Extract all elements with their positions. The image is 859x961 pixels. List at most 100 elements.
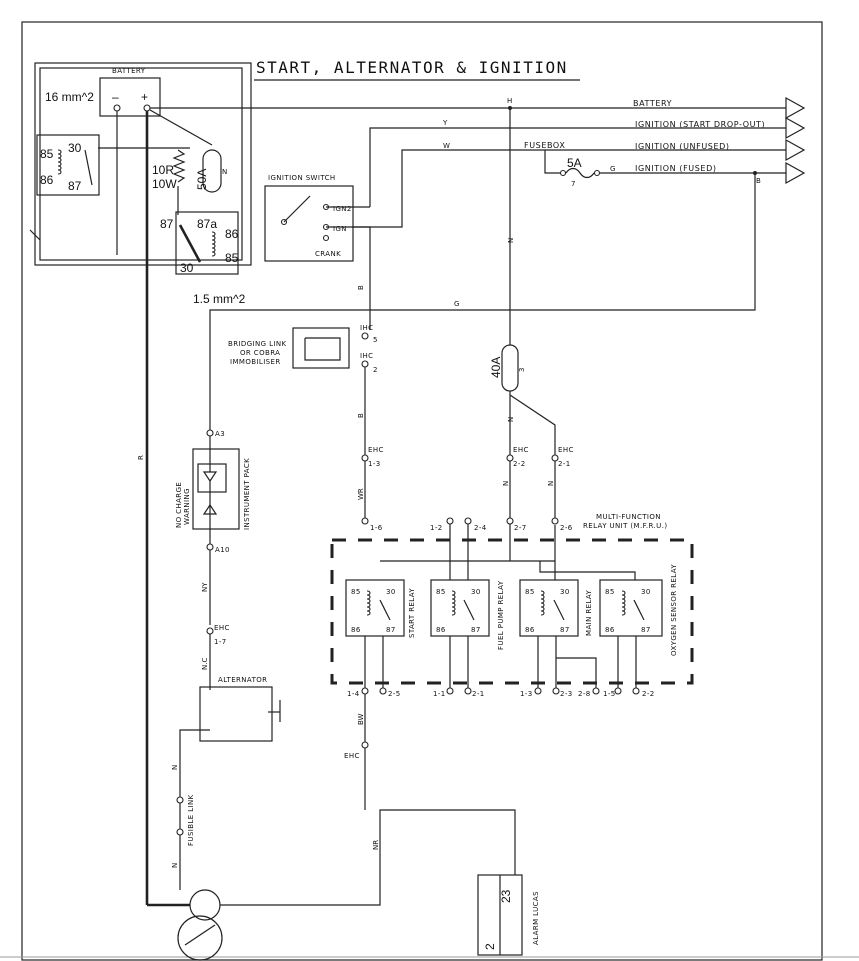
alternator-box (199, 686, 273, 742)
ign-start-dropout-arrow (785, 116, 806, 140)
wire-h: H (507, 97, 512, 105)
fuel-pump-relay-label: FUEL PUMP RELAY (497, 580, 505, 650)
battery-label: BATTERY (112, 67, 146, 75)
pin-1-3-label: 1-3 (520, 690, 533, 698)
inhibit-relay-86: 86 (225, 227, 239, 241)
bridging-link-label: BRIDGING LINK (228, 340, 287, 348)
ehc-1-7-terminal (206, 627, 214, 635)
pin-1-4 (361, 687, 369, 695)
fusebox-label: FUSEBOX (524, 141, 565, 150)
wire-w: W (443, 142, 450, 150)
ign-fused-arrow (785, 161, 806, 185)
wire-ny: NY (201, 582, 209, 592)
wire-b-lower: B (357, 413, 365, 418)
alarm-pin-23: 23 (499, 889, 513, 903)
ign-unfused-label: IGNITION (UNFUSED) (635, 142, 730, 151)
mfru-bottom-pins: 1-4 2-5 1-1 2-1 1-3 2-3 2-8 1-5 2-2 (347, 687, 654, 698)
ign-start-dropout-label: IGNITION (START DROP-OUT) (635, 120, 765, 129)
bridging-link-loop (304, 337, 341, 361)
ehc-2-1-label: EHC (558, 446, 574, 454)
starter-relay-coil (57, 149, 62, 175)
oxygen-sensor-relay: 85 86 30 87 OXYGEN SENSOR RELAY (599, 564, 678, 656)
fuse-5a-in (559, 169, 567, 177)
starter-switch-contact (29, 229, 41, 241)
ehc-2-1-pin: 2-1 (558, 460, 571, 468)
wire-g: G (454, 300, 459, 308)
fuse-40a-icon (501, 344, 519, 392)
battery-box (99, 77, 161, 117)
wire-wr: WR (357, 488, 365, 500)
alternator-output-wire (179, 729, 210, 890)
ignition-switch-lever (283, 195, 311, 223)
mfru-title: MULTI-FUNCTION (596, 513, 661, 521)
oxygen-relay-85: 85 (605, 588, 615, 596)
pin-2-7 (506, 517, 514, 525)
ign2-label: IGN2 (333, 205, 352, 213)
alarm-pin-2: 2 (483, 943, 497, 950)
pin-2-7-label: 2-7 (514, 524, 527, 532)
instrument-pack-box (192, 448, 240, 530)
fuel-pump-relay-contact (463, 599, 475, 621)
fuse-50a-icon (202, 149, 222, 193)
battery-negative-terminal (113, 104, 121, 112)
pin-2-5-label: 2-5 (388, 690, 401, 698)
main-relay-contact (553, 599, 565, 621)
pin-2-4 (464, 517, 472, 525)
ehc-start-label: EHC (344, 752, 360, 760)
wire-b-upper: B (357, 285, 365, 290)
pin-1-6 (361, 517, 369, 525)
starter-motor-icon (177, 915, 223, 961)
resistor-value: 10R (152, 163, 174, 177)
wire-r: R (137, 455, 145, 460)
immobiliser-box (292, 327, 350, 369)
pin-2-4-label: 2-4 (474, 524, 487, 532)
ehc-1-3-pin: 1-3 (368, 460, 381, 468)
ehc-2-1-feed (509, 394, 556, 455)
pin-2-8-label: 2-8 (578, 690, 591, 698)
inhibit-relay-85: 85 (225, 251, 239, 265)
fuse-40a-number: 3 (518, 368, 526, 372)
fuel-pump-relay-86: 86 (436, 626, 446, 634)
fuel-pump-relay-30: 30 (471, 588, 481, 596)
immobiliser-label: IMMOBILISER (230, 358, 281, 366)
pin-1-1 (446, 687, 454, 695)
starter-relay-box (36, 134, 100, 196)
pin-1-1-label: 1-1 (433, 690, 446, 698)
start-relay-86: 86 (351, 626, 361, 634)
ignition-switch-label: IGNITION SWITCH (268, 174, 336, 182)
oxygen-relay-box (599, 579, 663, 637)
a10-terminal (206, 543, 214, 551)
starter-relay-86: 86 (40, 173, 54, 187)
resistor-icon (172, 149, 186, 183)
pin-2-2 (632, 687, 640, 695)
ign-label: IGN (333, 225, 347, 233)
starter-relay-30: 30 (68, 141, 82, 155)
pin-1-2-label: 1-2 (430, 524, 443, 532)
ign-unfused-arrow (785, 138, 806, 162)
fuel-pump-relay-box (430, 579, 490, 637)
starter-relay-contact (84, 149, 93, 186)
battery-cable-size: 16 mm^2 (45, 90, 94, 104)
battery-minus: – (112, 90, 119, 104)
main-relay-86: 86 (525, 626, 535, 634)
start-relay-87: 87 (386, 626, 396, 634)
battery-output-label: BATTERY (633, 99, 672, 108)
fuse-40a-label: 40A (489, 357, 503, 378)
inhibit-relay-contact (178, 224, 202, 263)
wire-nr: NR (372, 840, 380, 850)
ign-fused-label: IGNITION (FUSED) (635, 164, 717, 173)
pin-2-5 (379, 687, 387, 695)
ihc-5-number: 5 (373, 336, 378, 344)
battery-plus: + (141, 90, 148, 104)
battery-output-arrow (785, 96, 806, 120)
page-border (21, 21, 823, 961)
start-relay-30: 30 (386, 588, 396, 596)
pin-2-8 (592, 687, 600, 695)
alarm-lucas-label: ALARM LUCAS (532, 891, 540, 945)
fuse-5a-label: 5A (567, 156, 582, 170)
fuse-5a-icon (565, 167, 595, 179)
oxygen-relay-87: 87 (641, 626, 651, 634)
ign-b-wire (352, 226, 371, 330)
pin-2-1 (464, 687, 472, 695)
